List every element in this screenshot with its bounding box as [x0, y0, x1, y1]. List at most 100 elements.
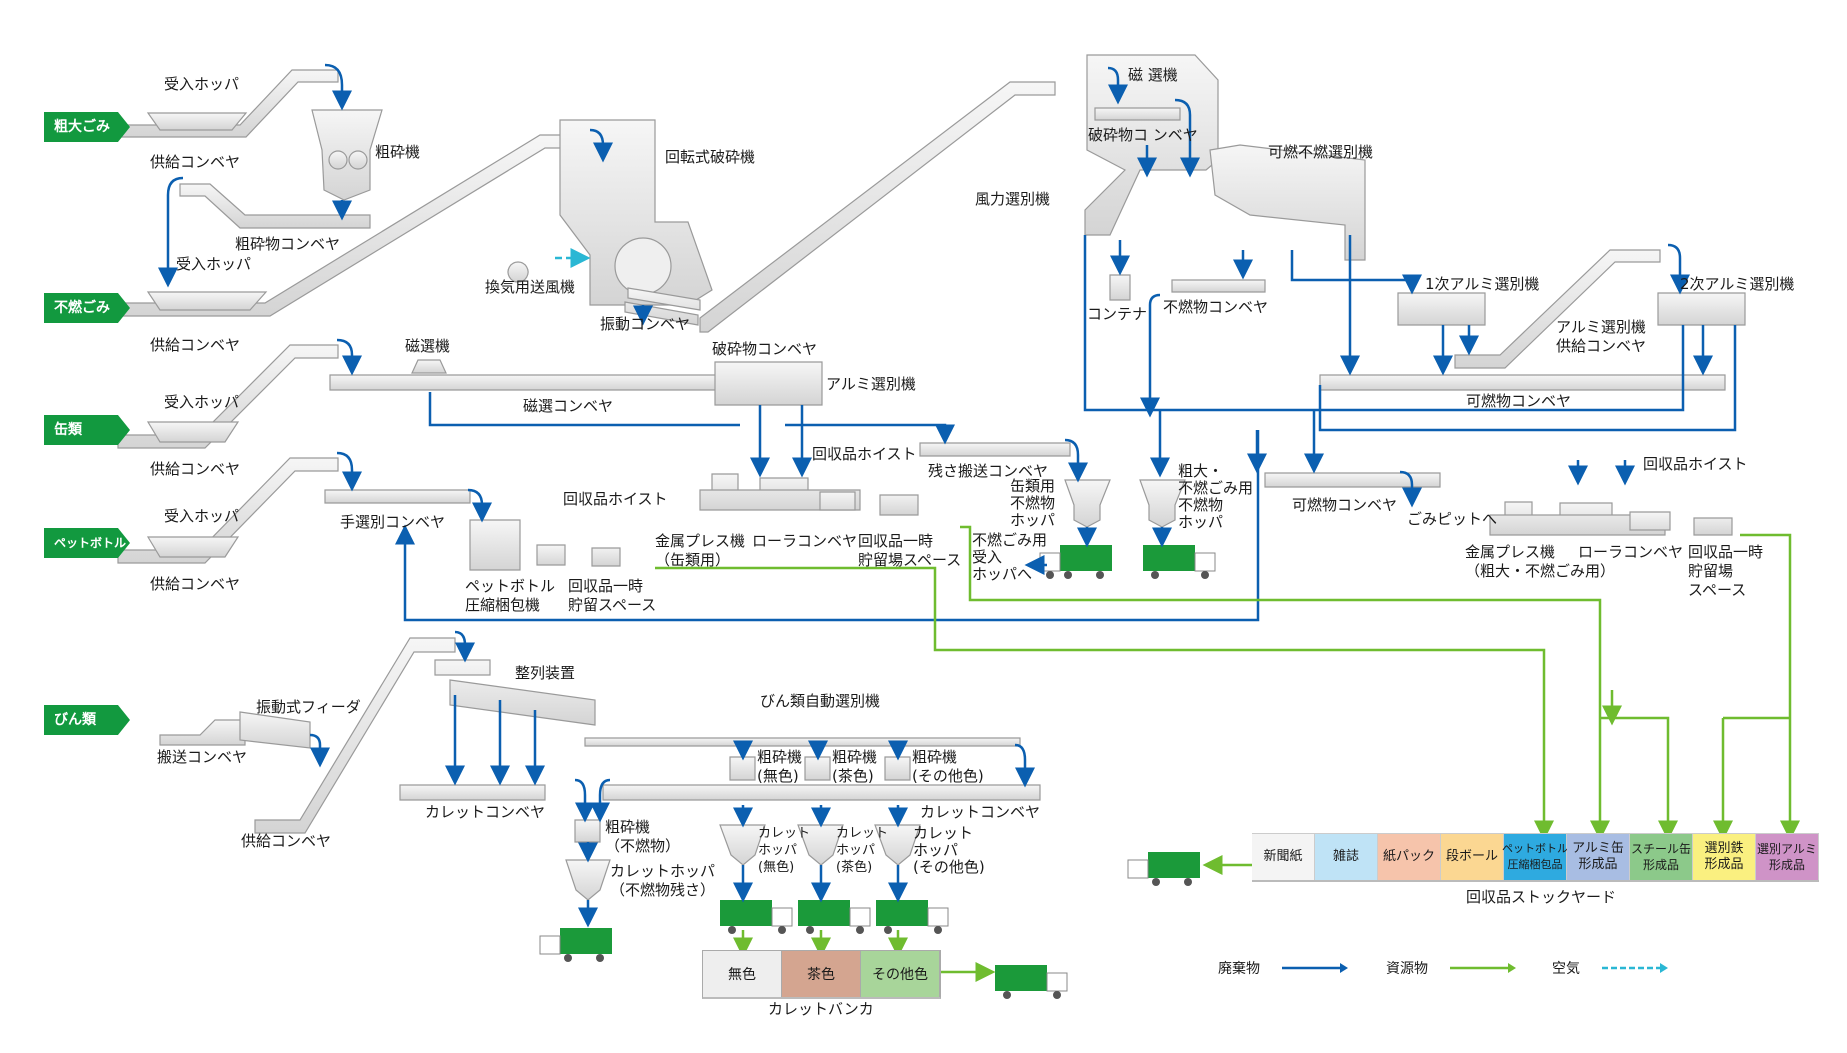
waste-arrow-icon	[1282, 963, 1348, 973]
label-kan-magnet: 磁選機	[405, 337, 451, 355]
legend-item-air: 空気	[1552, 958, 1668, 978]
label-combustible-separator: 可燃不燃選別機	[1268, 143, 1374, 161]
truck-icon	[876, 900, 949, 934]
label-crusher-clear: 粗砕機 (無色)	[757, 748, 803, 785]
residue-conveyor	[919, 442, 1071, 457]
label-kan-hopper: 受入ホッパ	[164, 393, 240, 411]
label-residue-conveyor: 残さ搬送コンベヤ	[928, 462, 1049, 480]
stockyard: 新聞紙 雑誌 紙パック 段ボール ペットボトル 圧縮梱包品 アルミ缶 形成品 ス…	[1252, 833, 1819, 882]
label-kan-feed-conveyor: 供給コンベヤ	[150, 460, 241, 478]
bunker-cell-brown: 茶色	[782, 951, 861, 997]
label-vibrating-feeder: 振動式フィーダ	[256, 698, 361, 716]
stock-cell-steel-can: スチール缶 形成品	[1630, 834, 1693, 880]
cullet-conveyor-1	[399, 784, 546, 801]
storage-kan-boxes	[819, 491, 919, 516]
hand-sort-conveyor	[324, 489, 471, 504]
sodai-feed-conveyor	[117, 69, 339, 138]
label-alu-feed-conveyor: アルミ選別機 供給コンベヤ	[1556, 318, 1647, 355]
label-noncombustible-conveyor: 不燃物コンベヤ	[1163, 298, 1269, 316]
label-crushed-conveyor-1: 破砕物コンベヤ	[712, 340, 818, 358]
crusher-clear	[729, 756, 756, 781]
rough-crusher-roll	[328, 150, 348, 170]
label-funen-hopper: 受入ホッパ	[176, 255, 252, 273]
label-cullet-hopper-residue: カレットホッパ （不燃物残さ）	[610, 862, 716, 899]
label-vibrating-conveyor: 振動コンベヤ	[600, 315, 691, 333]
kan-alu-separator	[714, 361, 823, 406]
cullet-hopper-clear	[719, 824, 766, 866]
label-kan-alu-separator: アルミ選別機	[826, 375, 916, 393]
cullet-bunker: 無色 茶色 その他色	[702, 950, 941, 999]
label-metal-press-sodai: 金属プレス機 （粗大・不燃ごみ用）	[1465, 543, 1616, 580]
label-cullet-hopper-clear: カレット ホッパ (無色)	[758, 826, 811, 875]
sodai-noncomb-hopper	[1139, 479, 1186, 528]
label-sodai-hopper: 受入ホッパ	[164, 75, 240, 93]
combustible-separator	[1209, 144, 1366, 261]
label-alu-separator-1: 1次アルミ選別機	[1425, 275, 1540, 293]
label-roller-conveyor-1: ローラコンベヤ	[752, 532, 858, 550]
legend-item-waste: 廃棄物	[1218, 958, 1348, 978]
input-tag-kan: 缶類	[44, 415, 130, 445]
input-tag-bin: びん類	[44, 705, 130, 735]
rotary-crusher	[559, 119, 713, 306]
rough-crushed-conveyor	[179, 183, 371, 229]
resource-arrow-icon	[1450, 963, 1516, 973]
rough-crusher	[311, 109, 383, 201]
vibrating-feeder	[239, 711, 311, 749]
legend-item-resource: 資源物	[1386, 958, 1516, 978]
stock-cell-paper-pack: 紙パック	[1378, 834, 1441, 880]
truck-icon	[798, 900, 871, 934]
label-combustible-conveyor-1: 可燃物コンベヤ	[1466, 392, 1572, 410]
legend-label-waste: 廃棄物	[1218, 961, 1260, 977]
sodai-hopper	[146, 112, 248, 131]
label-metal-press-kan: 金属プレス機 （缶類用）	[655, 532, 746, 569]
stock-cell-pet-bales: ペットボトル 圧縮梱包品	[1502, 834, 1568, 880]
label-hoist-2: 回収品ホイスト	[563, 490, 668, 508]
crusher-other	[884, 756, 911, 781]
bunker-cell-other: その他色	[861, 951, 940, 997]
label-hand-sort-conveyor: 手選別コンベヤ	[340, 513, 446, 531]
label-combustible-conveyor-2: 可燃物コンベヤ	[1292, 496, 1398, 514]
noncombustible-conveyor	[1171, 279, 1266, 293]
combustible-conveyor-2	[1264, 472, 1441, 488]
crusher-noncomb	[574, 819, 601, 843]
cullet-conveyor-2	[602, 784, 1041, 801]
label-wind-separator: 風力選別機	[975, 190, 1051, 208]
kan-hopper	[146, 421, 240, 443]
truck-icon	[995, 965, 1068, 999]
label-rough-crushed-conveyor: 粗砕物コンベヤ	[235, 235, 341, 253]
truck-icon	[539, 928, 612, 962]
cullet-hopper-other	[874, 824, 921, 866]
label-cullet-conveyor-1: カレットコンベヤ	[425, 803, 546, 821]
cullet-hopper-brown	[797, 824, 844, 866]
legend-label-resource: 資源物	[1386, 961, 1428, 977]
truck-icon	[1143, 545, 1216, 579]
label-pet-storage: 回収品一時 貯留スペース	[568, 577, 657, 614]
label-cullet-hopper-brown: カレット ホッパ (茶色)	[836, 826, 889, 875]
crusher-brown	[804, 756, 831, 781]
label-cullet-conveyor-2: カレットコンベヤ	[920, 803, 1041, 821]
legend-label-air: 空気	[1552, 961, 1580, 977]
resource-flows	[655, 525, 1800, 982]
label-crushed-conveyor-2: 破砕物コ ンベヤ	[1088, 126, 1198, 144]
input-tag-pet: ペットボトル	[44, 528, 130, 558]
label-transport-conveyor: 搬送コンベヤ	[157, 748, 248, 766]
stock-cell-cardboard: 段ボール	[1441, 834, 1504, 880]
pet-baler	[469, 519, 521, 571]
waste-flows	[158, 63, 1737, 928]
pet-storage-boxes	[536, 544, 621, 567]
cullet-hopper-residue	[565, 859, 611, 901]
label-storage-kan: 回収品一時 貯留場スペース	[858, 532, 962, 569]
storage-sodai-boxes	[1629, 511, 1733, 536]
combustible-conveyor-1	[1319, 374, 1726, 391]
stock-cell-sorted-iron: 選別鉄 形成品	[1693, 834, 1756, 880]
label-roller-conveyor-2: ローラコンベヤ	[1578, 543, 1684, 561]
input-tag-funen: 不燃ごみ	[44, 293, 130, 323]
stock-cell-alu-can: アルミ缶 形成品	[1567, 834, 1630, 880]
label-cullet-hopper-other: カレット ホッパ (その他色)	[913, 824, 985, 876]
label-rotary-crusher: 回転式破砕機	[665, 148, 756, 166]
label-container: コンテナ	[1087, 305, 1148, 323]
stock-cell-magazine: 雑誌	[1315, 834, 1378, 880]
truck-icon	[720, 900, 793, 934]
label-hoist-3: 回収品ホイスト	[1643, 455, 1748, 473]
